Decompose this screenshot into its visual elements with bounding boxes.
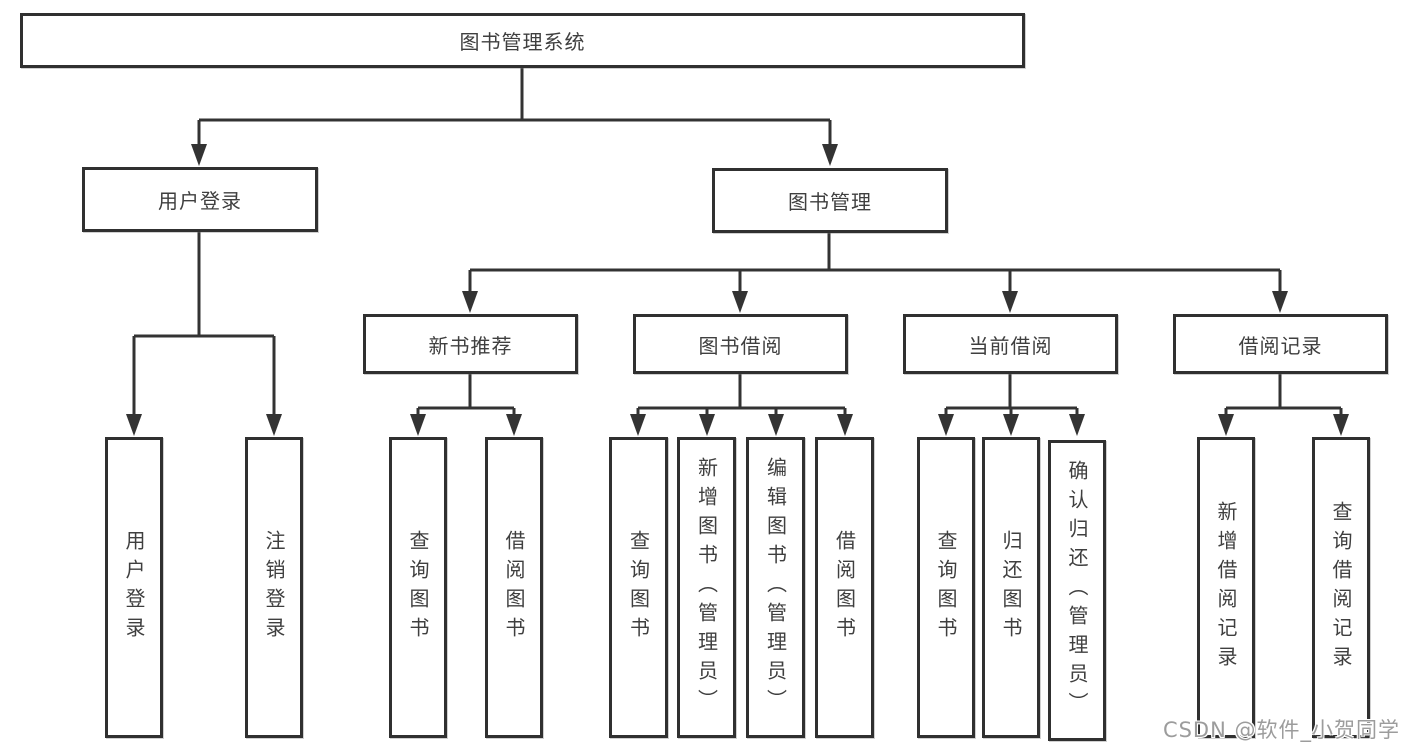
node-leaf-br-query-record-label: 查询借阅记录 <box>1329 500 1353 675</box>
node-leaf-cb-return-book-label: 归还图书 <box>999 529 1023 646</box>
node-book-mgmt-label: 图书管理 <box>788 190 872 214</box>
arrowhead-icon <box>822 144 838 166</box>
node-leaf-cb-query-book: 查询图书 <box>917 437 975 738</box>
node-current-borrow: 当前借阅 <box>903 314 1118 374</box>
node-leaf-nb-borrow-book: 借阅图书 <box>485 437 543 738</box>
node-root: 图书管理系统 <box>20 13 1025 68</box>
arrowhead-icon <box>266 414 282 436</box>
connector-book-mgmt-children <box>462 233 1288 313</box>
node-new-book-rec-label: 新书推荐 <box>428 333 513 358</box>
node-leaf-bb-add-book-label: 新增图书（管理员） <box>694 457 719 718</box>
arrowhead-icon <box>837 414 853 436</box>
node-leaf-br-add-record: 新增借阅记录 <box>1197 437 1255 738</box>
connector-user-login-children <box>126 231 282 436</box>
arrowhead-icon <box>1003 414 1019 436</box>
node-leaf-cb-return-book: 归还图书 <box>982 437 1040 738</box>
node-leaf-nb-query-book-label: 查询图书 <box>406 529 430 646</box>
connector-book-borrow-children <box>630 374 853 436</box>
node-leaf-cb-confirm-return: 确认归还（管理员） <box>1048 440 1106 741</box>
connector-current-borrow-children <box>938 374 1085 436</box>
node-leaf-bb-borrow-book: 借阅图书 <box>815 437 874 738</box>
arrowhead-icon <box>126 414 142 436</box>
node-leaf-cb-query-book-label: 查询图书 <box>934 529 958 646</box>
arrowhead-icon <box>630 414 646 436</box>
node-leaf-logout: 注销登录 <box>245 437 303 738</box>
arrowhead-icon <box>191 144 207 166</box>
node-current-borrow-label: 当前借阅 <box>968 333 1053 358</box>
node-root-label: 图书管理系统 <box>459 30 586 54</box>
arrowhead-icon <box>938 414 954 436</box>
node-leaf-bb-borrow-book-label: 借阅图书 <box>832 529 857 646</box>
node-leaf-bb-query-book-label: 查询图书 <box>626 529 651 646</box>
arrowhead-icon <box>462 291 478 313</box>
csdn-watermark: CSDN @软件_小贺同学 <box>1162 718 1400 742</box>
arrowhead-icon <box>699 414 715 436</box>
node-leaf-bb-edit-book: 编辑图书（管理员） <box>746 437 805 738</box>
node-book-borrow: 图书借阅 <box>633 314 848 374</box>
connector-root-to-level2 <box>191 67 838 166</box>
node-new-book-rec: 新书推荐 <box>363 314 578 374</box>
node-leaf-br-query-record: 查询借阅记录 <box>1312 437 1370 738</box>
node-user-login: 用户登录 <box>82 167 318 232</box>
node-leaf-cb-confirm-return-label: 确认归还（管理员） <box>1065 460 1089 721</box>
arrowhead-icon <box>1218 414 1234 436</box>
node-user-login-label: 用户登录 <box>158 189 242 213</box>
node-leaf-bb-add-book: 新增图书（管理员） <box>677 437 736 738</box>
node-leaf-user-login-label: 用户登录 <box>122 529 146 646</box>
arrowhead-icon <box>1272 291 1288 313</box>
node-leaf-bb-query-book: 查询图书 <box>609 437 668 738</box>
node-book-borrow-label: 图书借阅 <box>698 333 783 358</box>
node-leaf-br-add-record-label: 新增借阅记录 <box>1214 500 1238 675</box>
arrowhead-icon <box>1069 414 1085 436</box>
node-leaf-logout-label: 注销登录 <box>262 529 286 646</box>
node-borrow-record: 借阅记录 <box>1173 314 1388 374</box>
arrowhead-icon <box>768 414 784 436</box>
node-leaf-nb-borrow-book-label: 借阅图书 <box>502 529 526 646</box>
node-leaf-nb-query-book: 查询图书 <box>389 437 447 738</box>
connector-new-book-rec-children <box>410 374 522 436</box>
node-leaf-bb-edit-book-label: 编辑图书（管理员） <box>763 457 788 718</box>
arrowhead-icon <box>732 291 748 313</box>
node-borrow-record-label: 借阅记录 <box>1238 333 1323 358</box>
arrowhead-icon <box>506 414 522 436</box>
arrowhead-icon <box>1333 414 1349 436</box>
connector-borrow-record-children <box>1218 374 1349 436</box>
node-leaf-user-login: 用户登录 <box>105 437 163 738</box>
arrowhead-icon <box>410 414 426 436</box>
arrowhead-icon <box>1002 291 1018 313</box>
node-book-mgmt: 图书管理 <box>712 168 948 233</box>
